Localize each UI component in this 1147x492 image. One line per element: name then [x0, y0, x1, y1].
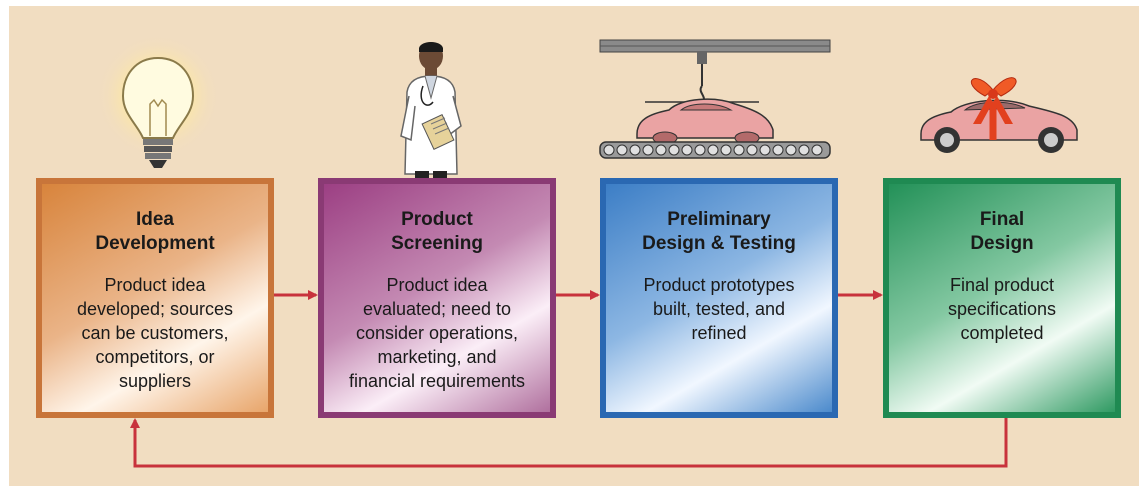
- diagram-graphics: [96, 34, 1078, 468]
- arrow-feedback-loop: [130, 418, 1008, 468]
- gift-car-icon: [920, 77, 1078, 153]
- diagram-canvas: Idea Development Product idea developed;…: [9, 6, 1139, 486]
- doctor-icon: [400, 42, 462, 178]
- step-description: Product idea developed; sources can be c…: [76, 275, 234, 391]
- step-title: Preliminary Design & Testing: [642, 209, 796, 254]
- flow-arrows: [130, 290, 1008, 468]
- step-final-design: Final Design Final product specification…: [883, 178, 1121, 418]
- step-description: Final product specifications completed: [947, 275, 1057, 343]
- step-title: Idea Development: [95, 209, 215, 254]
- step-description: Product idea evaluated; need to consider…: [348, 275, 526, 391]
- step-title: Final Design: [970, 209, 1034, 254]
- lightbulb-icon: [96, 34, 220, 168]
- step-title: Product Screening: [391, 209, 483, 254]
- car-assembly-line-icon: [599, 39, 831, 159]
- step-description: Product prototypes built, tested, and re…: [643, 275, 795, 343]
- step-preliminary-design-testing: Preliminary Design & Testing Product pro…: [600, 178, 838, 418]
- step-idea-development: Idea Development Product idea developed;…: [36, 178, 274, 418]
- step-product-screening: Product Screening Product idea evaluated…: [318, 178, 556, 418]
